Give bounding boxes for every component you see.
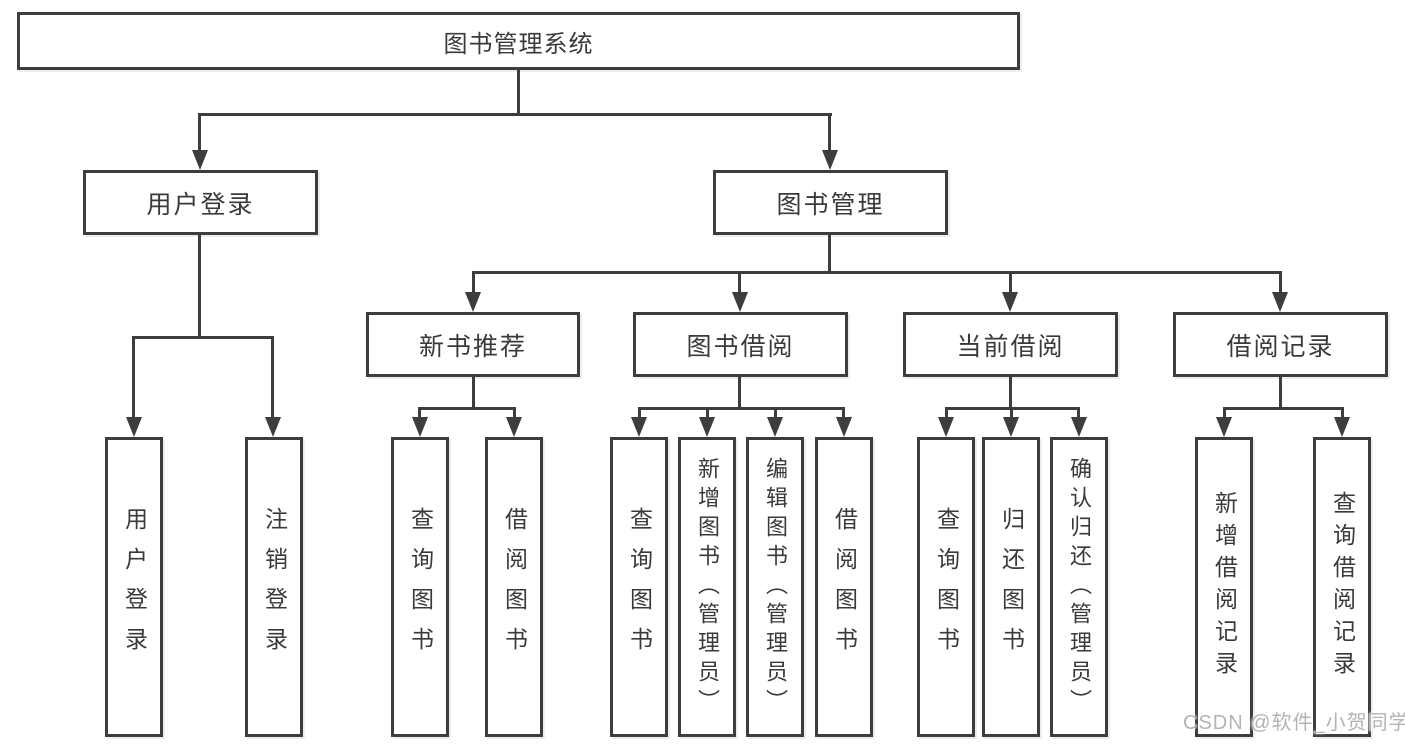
node-label: 查询图书 <box>407 507 434 667</box>
node-library-management-system: 图书管理系统 <box>17 12 1020 70</box>
leaf-logout: 注销登录 <box>245 437 303 737</box>
arrowhead-icon <box>1216 417 1232 437</box>
arrowhead-icon <box>822 150 838 170</box>
connector-line <box>774 407 777 420</box>
node-label: 借阅图书 <box>501 507 528 667</box>
connector-line <box>738 377 741 410</box>
node-label: 当前借阅 <box>956 332 1065 361</box>
node-current-borrowing: 当前借阅 <box>903 312 1118 377</box>
arrowhead-icon <box>732 292 748 312</box>
watermark: CSDN @软件_小贺同学 <box>1183 712 1405 734</box>
node-label: 图书借阅 <box>686 332 795 361</box>
node-label: 图书管理系统 <box>443 30 594 58</box>
arrowhead-icon <box>192 150 208 170</box>
arrowhead-icon <box>265 417 281 437</box>
node-label: 新增借阅记录 <box>1211 491 1238 683</box>
connector-line <box>828 235 831 274</box>
node-label: 查询图书 <box>626 507 653 667</box>
connector-line <box>1223 407 1226 420</box>
leaf-user-login: 用户登录 <box>105 437 163 737</box>
connector-line <box>1279 377 1282 410</box>
connector-line <box>1009 271 1012 295</box>
arrowhead-icon <box>938 417 954 437</box>
arrowhead-icon <box>631 417 647 437</box>
arrowhead-icon <box>1272 292 1288 312</box>
connector-line <box>1341 407 1344 420</box>
connector-line <box>828 113 831 153</box>
connector-line <box>706 407 709 420</box>
node-label: 新书推荐 <box>418 332 527 361</box>
node-label: 查询图书 <box>933 507 960 667</box>
connector-line <box>517 70 520 113</box>
leaf-borrow-books: 借阅图书 <box>815 437 873 737</box>
node-book-management: 图书管理 <box>713 170 948 235</box>
node-label: 图书管理 <box>776 190 885 219</box>
connector-line <box>1077 407 1080 420</box>
arrowhead-icon <box>767 417 783 437</box>
connector-line <box>132 336 135 420</box>
leaf-query-books-borrowing: 查询图书 <box>610 437 668 737</box>
node-borrowing-records: 借阅记录 <box>1173 312 1388 377</box>
node-new-book-recommend: 新书推荐 <box>366 312 580 377</box>
connector-line <box>418 407 516 410</box>
leaf-borrow-books-recommend: 借阅图书 <box>485 437 543 737</box>
node-book-borrowing: 图书借阅 <box>633 312 848 377</box>
node-label: 归还图书 <box>998 507 1025 667</box>
arrowhead-icon <box>1003 417 1019 437</box>
connector-line <box>638 407 641 420</box>
leaf-edit-books-admin: 编辑图书（管理员） <box>746 437 804 737</box>
node-label: 编辑图书（管理员） <box>763 456 788 718</box>
node-label: 用户登录 <box>146 190 255 219</box>
leaf-query-books-recommend: 查询图书 <box>391 437 449 737</box>
leaf-add-books-admin: 新增图书（管理员） <box>678 437 736 737</box>
node-label: 借阅图书 <box>831 507 858 667</box>
arrowhead-icon <box>836 417 852 437</box>
connector-line <box>1009 377 1012 410</box>
leaf-query-borrow-record: 查询借阅记录 <box>1313 437 1371 737</box>
connector-line <box>418 407 421 420</box>
connector-line <box>945 407 948 420</box>
connector-line <box>638 407 845 410</box>
connector-line <box>132 336 274 339</box>
arrowhead-icon <box>1002 292 1018 312</box>
node-label: 查询借阅记录 <box>1329 491 1356 683</box>
connector-line <box>1279 271 1282 295</box>
node-user-login: 用户登录 <box>83 170 318 235</box>
arrowhead-icon <box>126 417 142 437</box>
connector-line <box>472 271 475 295</box>
node-label: 借阅记录 <box>1226 332 1335 361</box>
arrowhead-icon <box>412 417 428 437</box>
connector-line <box>198 235 201 339</box>
connector-line <box>472 377 475 410</box>
connector-line <box>1010 407 1013 420</box>
arrowhead-icon <box>506 417 522 437</box>
arrowhead-icon <box>1071 417 1087 437</box>
node-label: 注销登录 <box>261 507 288 667</box>
leaf-query-books-current: 查询图书 <box>917 437 975 737</box>
connector-line <box>271 336 274 420</box>
connector-line <box>198 113 201 153</box>
arrowhead-icon <box>1334 417 1350 437</box>
leaf-return-books: 归还图书 <box>982 437 1040 737</box>
node-label: 用户登录 <box>121 507 148 667</box>
connector-line <box>198 113 832 116</box>
leaf-add-borrow-record: 新增借阅记录 <box>1195 437 1253 737</box>
connector-line <box>842 407 845 420</box>
connector-line <box>738 271 741 295</box>
arrowhead-icon <box>465 292 481 312</box>
arrowhead-icon <box>699 417 715 437</box>
connector-line <box>472 271 1282 274</box>
node-label: 新增图书（管理员） <box>695 456 720 718</box>
leaf-confirm-return-admin: 确认归还（管理员） <box>1050 437 1108 737</box>
connector-line <box>1223 407 1343 410</box>
node-label: 确认归还（管理员） <box>1067 456 1092 718</box>
connector-line <box>513 407 516 420</box>
